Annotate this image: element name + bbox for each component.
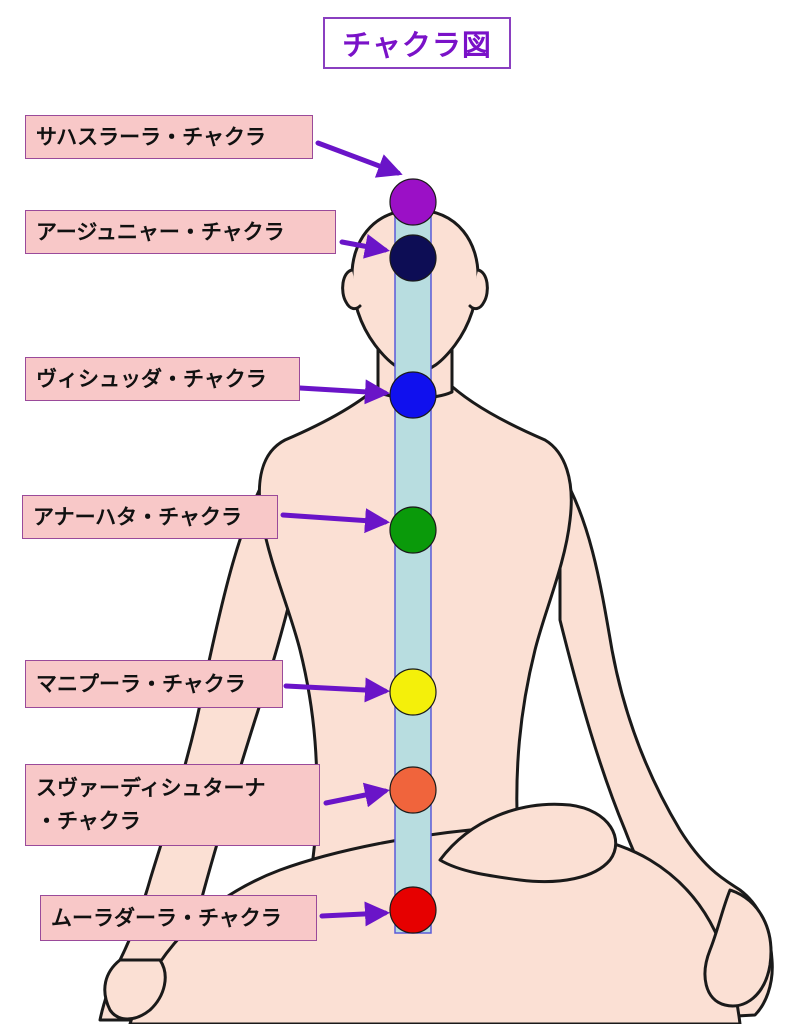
chakra-anahata-circle	[389, 506, 437, 554]
left-ear	[341, 268, 362, 311]
arrow-muladhara	[319, 901, 390, 927]
left-hand	[103, 958, 167, 1021]
arrow-vishuddha	[297, 379, 390, 405]
right-hand	[703, 888, 773, 1008]
chakra-muladhara-circle	[389, 886, 437, 934]
arrow-svadhisthana	[323, 782, 390, 808]
arrow-manipura	[283, 677, 390, 703]
chakra-vishuddha-circle	[389, 371, 437, 419]
chakra-sahasrara-circle	[389, 178, 437, 226]
chakra-ajna-circle	[389, 234, 437, 282]
label-svadhisthana: スヴァーディシュターナ ・チャクラ	[25, 764, 320, 846]
arrow-anahata	[280, 508, 390, 534]
arrow-sahasrara	[315, 140, 403, 178]
right-ear	[468, 268, 489, 311]
chakra-manipura-circle	[389, 668, 437, 716]
label-svadhisthana-line1: スヴァーディシュターナ	[36, 776, 266, 800]
arrow-ajna	[339, 234, 390, 259]
label-ajna: アージュニャー・チャクラ	[25, 210, 336, 254]
label-manipura: マニプーラ・チャクラ	[25, 660, 283, 708]
chakra-svadhisthana-circle	[389, 766, 437, 814]
label-svadhisthana-line2: ・チャクラ	[36, 809, 141, 833]
sushumna-channel	[394, 204, 432, 934]
label-sahasrara: サハスラーラ・チャクラ	[25, 115, 313, 159]
label-muladhara: ムーラダーラ・チャクラ	[40, 895, 317, 941]
label-vishuddha: ヴィシュッダ・チャクラ	[25, 357, 300, 401]
arrows	[280, 140, 403, 927]
right-foot	[438, 802, 618, 884]
label-anahata: アナーハタ・チャクラ	[22, 495, 278, 539]
page-title: チャクラ図	[323, 17, 511, 69]
chakra-circles	[389, 178, 437, 934]
